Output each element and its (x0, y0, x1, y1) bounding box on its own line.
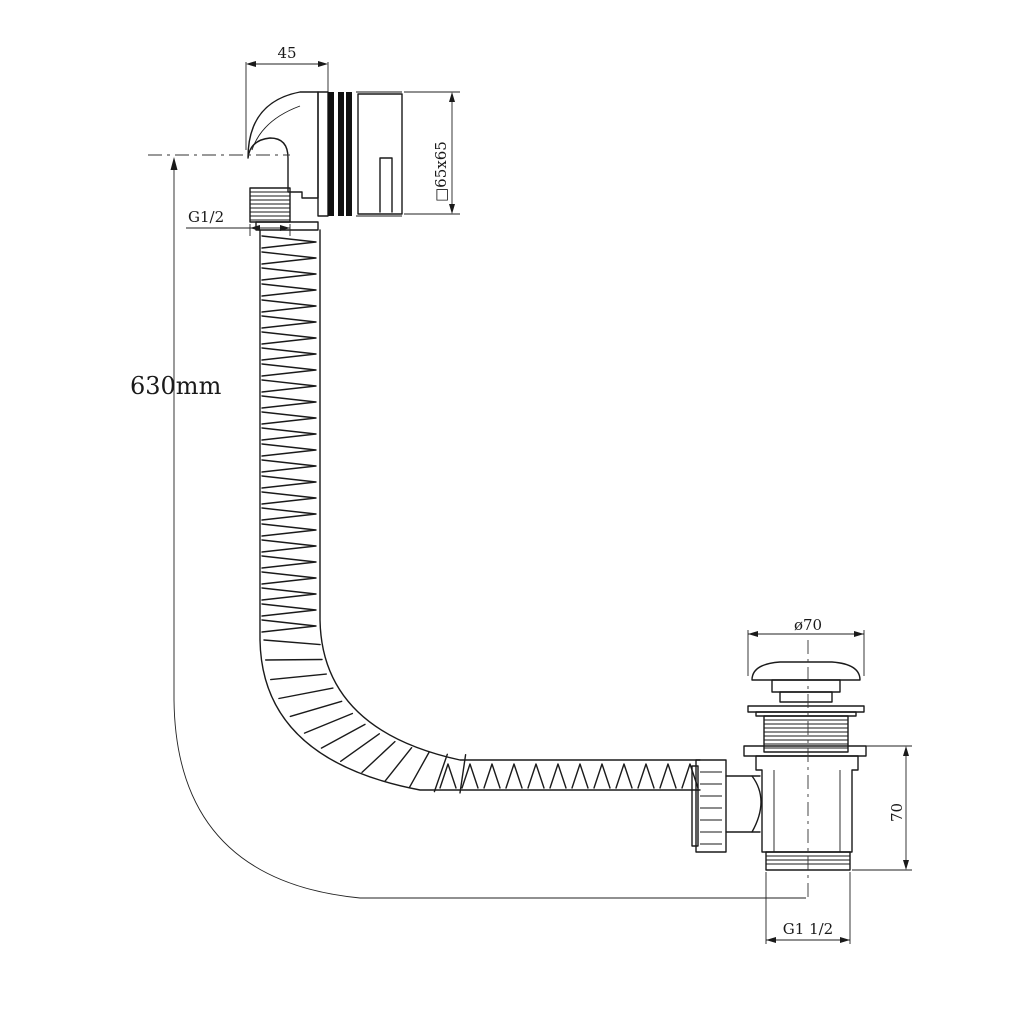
hose-rib (261, 251, 317, 265)
hose-rib (459, 754, 467, 794)
dimension-g1-12-label: G1 1/2 (783, 920, 833, 938)
hose-rib (261, 571, 317, 585)
hose-rib (571, 763, 589, 789)
hose-rib (505, 763, 523, 789)
hose-rib (263, 639, 321, 646)
dimension-65x65: □65x65 (404, 91, 460, 215)
dimension-diameter-70: ø70 (747, 616, 865, 676)
hose-rib (270, 673, 327, 681)
hose-rib (261, 315, 317, 329)
hose-rib (261, 395, 317, 409)
dimension-45-label: 45 (277, 44, 296, 62)
hose-rib (549, 763, 567, 789)
hose-rib (261, 555, 317, 569)
dimension-g1-12: G1 1/2 (765, 872, 851, 944)
waste-assembly (691, 661, 867, 871)
hose-rib (261, 619, 317, 633)
dimension-diameter-70-label: ø70 (794, 616, 822, 634)
hose-rib (303, 712, 354, 734)
hose-rib (289, 700, 343, 718)
hose-rib (637, 763, 655, 789)
hose-rib (261, 283, 317, 297)
hose-rib (261, 459, 317, 473)
hose-rib (527, 763, 545, 789)
dimension-45: 45 (245, 44, 329, 150)
hose-rib (261, 411, 317, 425)
hose-rib (461, 763, 479, 789)
hose-rib (278, 687, 334, 700)
hose-rib (593, 763, 611, 789)
hose-rib (439, 763, 457, 789)
hose-rib (384, 747, 413, 782)
hose-rib (261, 267, 317, 281)
hose-rib (261, 523, 317, 537)
hose-rib (340, 733, 380, 762)
hose-rib (261, 587, 317, 601)
hose-rib (261, 603, 317, 617)
hose-rib (261, 427, 317, 441)
center-lines (148, 154, 809, 900)
dimension-70-label: 70 (888, 803, 906, 822)
hose-rib (261, 331, 317, 345)
dimension-630mm-label: 630mm (130, 372, 222, 400)
hose-rib (261, 443, 317, 457)
hose-rib (261, 507, 317, 521)
overflow-assembly (247, 91, 403, 231)
hose-rib (261, 299, 317, 313)
hose-rib (261, 363, 317, 377)
hose-rib (615, 763, 633, 789)
hose-rib (261, 347, 317, 361)
hose-rib (361, 740, 396, 774)
hose-rib (261, 379, 317, 393)
hose-rib (265, 658, 323, 661)
hose-rib (433, 753, 448, 793)
dimension-630mm: 630mm (130, 157, 806, 899)
hose-rib (261, 491, 317, 505)
corrugated-hose (259, 229, 701, 794)
hose-rib (261, 475, 317, 489)
hose-rib (261, 539, 317, 553)
dimension-g12-label: G1/2 (188, 208, 224, 226)
dimension-g12: G1/2 (186, 208, 291, 236)
dimension-65x65-label: □65x65 (432, 141, 450, 202)
hose-rib (659, 763, 677, 789)
hose-rib (408, 751, 430, 789)
hose-rib (320, 723, 366, 749)
hose-rib (483, 763, 501, 789)
hose-rib (261, 235, 317, 249)
dimension-70: 70 (852, 745, 912, 871)
